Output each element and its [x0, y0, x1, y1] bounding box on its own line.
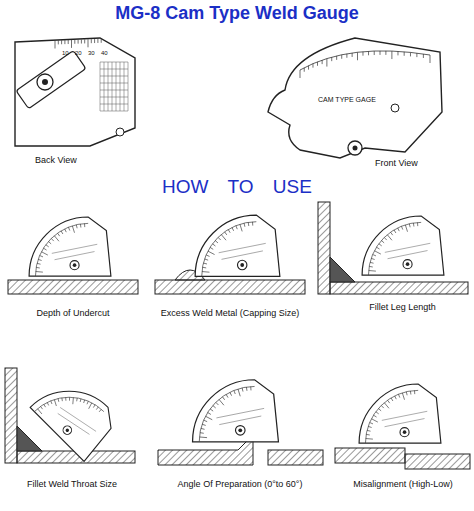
usage-caption: Misalignment (High-Low)	[335, 479, 471, 489]
gauge-marking: CAM TYPE GAGE	[318, 96, 376, 104]
usage-caption: Excess Weld Metal (Capping Size)	[140, 308, 320, 318]
scale-number: 40	[101, 50, 108, 57]
title: MG-8 Cam Type Weld Gauge	[0, 3, 474, 24]
scale-number: 20	[75, 50, 82, 57]
usage-caption: Depth of Undercut	[8, 308, 138, 318]
preparation-angle-figure	[158, 380, 323, 465]
back-view-gauge	[15, 38, 135, 146]
usage-caption: Fillet Leg Length	[335, 302, 470, 312]
view-caption: Back View	[35, 155, 77, 165]
undercut-figure	[8, 217, 138, 294]
front-view-gauge	[268, 38, 442, 158]
scale-number: 10	[62, 50, 69, 57]
throat-size-figure	[5, 368, 135, 463]
usage-caption: Angle Of Preparation (0°to 60°)	[145, 479, 335, 489]
scale-number: 30	[88, 50, 95, 57]
misalignment-figure	[335, 384, 470, 469]
section-heading: HOW TO USE	[0, 176, 474, 198]
fillet-leg-figure	[318, 202, 468, 294]
usage-caption: Fillet Weld Throat Size	[2, 479, 142, 489]
excess-weld-figure	[155, 215, 305, 294]
view-caption: Front View	[375, 158, 418, 168]
